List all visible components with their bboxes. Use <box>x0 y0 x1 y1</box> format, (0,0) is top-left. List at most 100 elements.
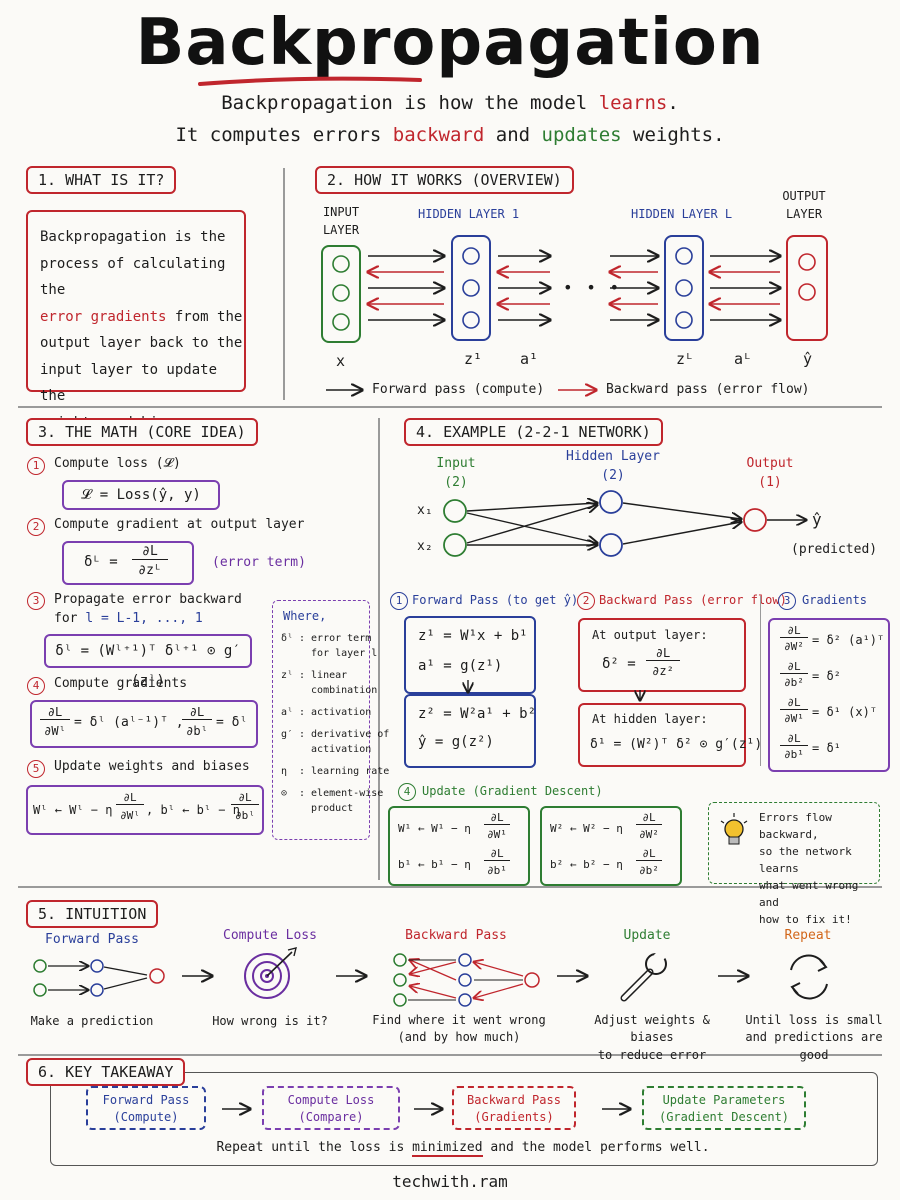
where-description: : element-wise product <box>299 788 384 814</box>
where-symbol: aˡ <box>281 707 294 718</box>
forward-pass-box-2: z² = W²a¹ + b² ŷ = g(z²) <box>404 694 536 768</box>
section-what-is-it-header: 1. WHAT IS IT? <box>26 166 177 194</box>
intuition-loss-desc: How wrong is it? <box>212 1014 328 1028</box>
gradient-numerator: ∂L <box>780 624 808 638</box>
tip-text: Errors flow backward, so the network lea… <box>759 811 859 927</box>
section-intuition-header: 5. INTUITION <box>26 900 159 928</box>
where-item: δˡ : error term for layer l <box>281 631 377 661</box>
update-box-layer-2: W² ← W² − η ∂L ∂W² b² ← b² − η ∂L ∂b² <box>540 806 682 886</box>
where-symbol: ⊙ <box>281 788 288 799</box>
label-aL: aᴸ <box>734 350 753 368</box>
intuition-backward-desc: Find where it went wrong (and by how muc… <box>372 1013 546 1045</box>
where-item: zˡ: linear combination <box>281 668 377 698</box>
subtitle-line-2: It computes errors backward and updates … <box>175 124 725 146</box>
math-step-2-label: Compute gradient at output layer <box>54 517 305 532</box>
error-term-note: (error term) <box>212 555 306 570</box>
takeaway-box <box>50 1072 878 1166</box>
backward-output-box: At output layer: δ² = ∂L ∂z² <box>578 618 746 692</box>
divider-horizontal-3 <box>18 1054 882 1056</box>
example-input-label: Input (2) <box>436 456 476 490</box>
example-yhat: ŷ <box>812 510 822 529</box>
input-layer-label: INPUT LAYER <box>322 205 360 237</box>
where-description: : error term for layer l <box>299 633 378 659</box>
step-number-4: 4 <box>27 677 45 695</box>
where-symbol: η <box>281 766 288 777</box>
backward-pass-title: Backward Pass (error flow) <box>599 593 787 607</box>
example-x1: x₁ <box>417 503 433 518</box>
gradients-step-number: 3 <box>778 592 796 610</box>
intuition-repeat-desc: Until loss is small and predictions are … <box>745 1013 883 1062</box>
gradient-item: ∂L∂W¹= δ¹ (x)ᵀ <box>770 696 888 732</box>
step-number-3: 3 <box>27 592 45 610</box>
where-symbol: zˡ <box>281 670 294 681</box>
section-takeaway-header: 6. KEY TAKEAWAY <box>26 1058 186 1086</box>
takeaway-footer: Repeat until the loss is minimized and t… <box>216 1140 710 1157</box>
where-title: Where, <box>283 609 327 623</box>
math-eq-update: Wˡ ← Wˡ − η ∂L ∂Wˡ , bˡ ← bˡ − η ∂L ∂bˡ <box>26 785 264 835</box>
update-step-number: 4 <box>398 783 416 801</box>
section-math-header: 3. THE MATH (CORE IDEA) <box>26 418 258 446</box>
where-description: : activation <box>299 707 372 718</box>
takeaway-update-box: Update Parameters (Gradient Descent) <box>642 1086 806 1130</box>
gradient-numerator: ∂L <box>780 732 808 746</box>
where-symbol: δˡ <box>281 633 294 644</box>
gradients-list: ∂L∂W²= δ² (a¹)ᵀ∂L∂b²= δ²∂L∂W¹= δ¹ (x)ᵀ∂L… <box>770 624 888 768</box>
math-step-5-label: Update weights and biases <box>54 759 250 774</box>
gradient-value: = δ¹ <box>812 741 841 755</box>
label-a1: a¹ <box>520 350 539 368</box>
math-step-1-label: Compute loss (𝓛) <box>54 456 181 471</box>
page-title: Backpropagation <box>135 6 765 80</box>
math-eq-output-gradient: δᴸ = ∂L ∂zᴸ <box>62 541 194 585</box>
legend-forward-pass: Forward pass (compute) <box>372 382 545 397</box>
where-item: aˡ : activation <box>281 705 371 720</box>
intuition-repeat-title: Repeat <box>784 928 832 943</box>
where-item: η: learning rate <box>281 764 389 779</box>
gradient-denominator: ∂b² <box>784 676 804 689</box>
intuition-update-title: Update <box>623 928 671 943</box>
gradient-denominator: ∂W² <box>784 640 804 653</box>
where-symbol: g′ <box>281 729 294 740</box>
takeaway-loss-box: Compute Loss (Compare) <box>262 1086 400 1130</box>
tip-box: Errors flow backward, so the network lea… <box>708 802 880 926</box>
where-description: : derivative of activation <box>299 729 390 755</box>
math-eq-propagate: δˡ = (Wˡ⁺¹)ᵀ δˡ⁺¹ ⊙ g′(zˡ) <box>44 634 252 689</box>
example-x2: x₂ <box>417 539 433 554</box>
math-eq-gradients: ∂L ∂Wˡ = δˡ (aˡ⁻¹)ᵀ , ∂L ∂bˡ = δˡ <box>30 700 258 748</box>
where-legend-list: δˡ : error term for layer l zˡ: linear com… <box>281 631 389 823</box>
label-x: x <box>336 352 346 370</box>
where-legend-box: Where, δˡ : error term for layer l zˡ: lin… <box>272 600 389 840</box>
update-box-layer-1: W¹ ← W¹ − η ∂L ∂W¹ b¹ ← b¹ − η ∂L ∂b¹ <box>388 806 530 886</box>
label-zL: zᴸ <box>676 350 695 368</box>
update-title: Update (Gradient Descent) <box>422 784 603 798</box>
step-number-5: 5 <box>27 760 45 778</box>
backward-step-number: 2 <box>577 592 595 610</box>
example-hidden-label: Hidden Layer (2) <box>566 449 660 483</box>
step-number-1: 1 <box>27 457 45 475</box>
divider-vertical-top <box>283 168 285 400</box>
gradient-denominator: ∂b¹ <box>784 748 804 761</box>
takeaway-backward-box: Backward Pass (Gradients) <box>452 1086 576 1130</box>
hidden-layer-l-label: HIDDEN LAYER L <box>631 207 733 221</box>
divider-vertical-mid <box>378 418 380 880</box>
forward-pass-title: Forward Pass (to get ŷ) <box>412 593 579 607</box>
backward-hidden-box: At hidden layer: δ¹ = (W²)ᵀ δ² ⊙ g′(z¹) <box>578 703 762 767</box>
wrench-icon <box>620 947 669 1002</box>
math-step-4-label: Compute gradients <box>54 676 188 691</box>
gradient-denominator: ∂W¹ <box>784 712 804 725</box>
target-icon <box>244 947 297 999</box>
gradient-item: ∂L ∂b¹ = δ¹ <box>770 732 888 768</box>
hidden-layer-1-label: HIDDEN LAYER 1 <box>418 207 520 221</box>
gradient-value: = δ² (a¹)ᵀ <box>812 633 885 647</box>
gradients-box: ∂L∂W²= δ² (a¹)ᵀ∂L∂b²= δ²∂L∂W¹= δ¹ (x)ᵀ∂L… <box>768 618 890 772</box>
gradient-item: ∂L ∂W² = δ² (a¹)ᵀ <box>770 624 888 660</box>
gradient-numerator: ∂L <box>780 696 808 710</box>
gradient-numerator: ∂L <box>780 660 808 674</box>
intuition-forward-title: Forward Pass <box>45 932 139 947</box>
gradients-title: Gradients <box>802 593 868 607</box>
credit-handle: techwith.ram <box>392 1172 508 1191</box>
repeat-icon <box>790 954 828 1000</box>
